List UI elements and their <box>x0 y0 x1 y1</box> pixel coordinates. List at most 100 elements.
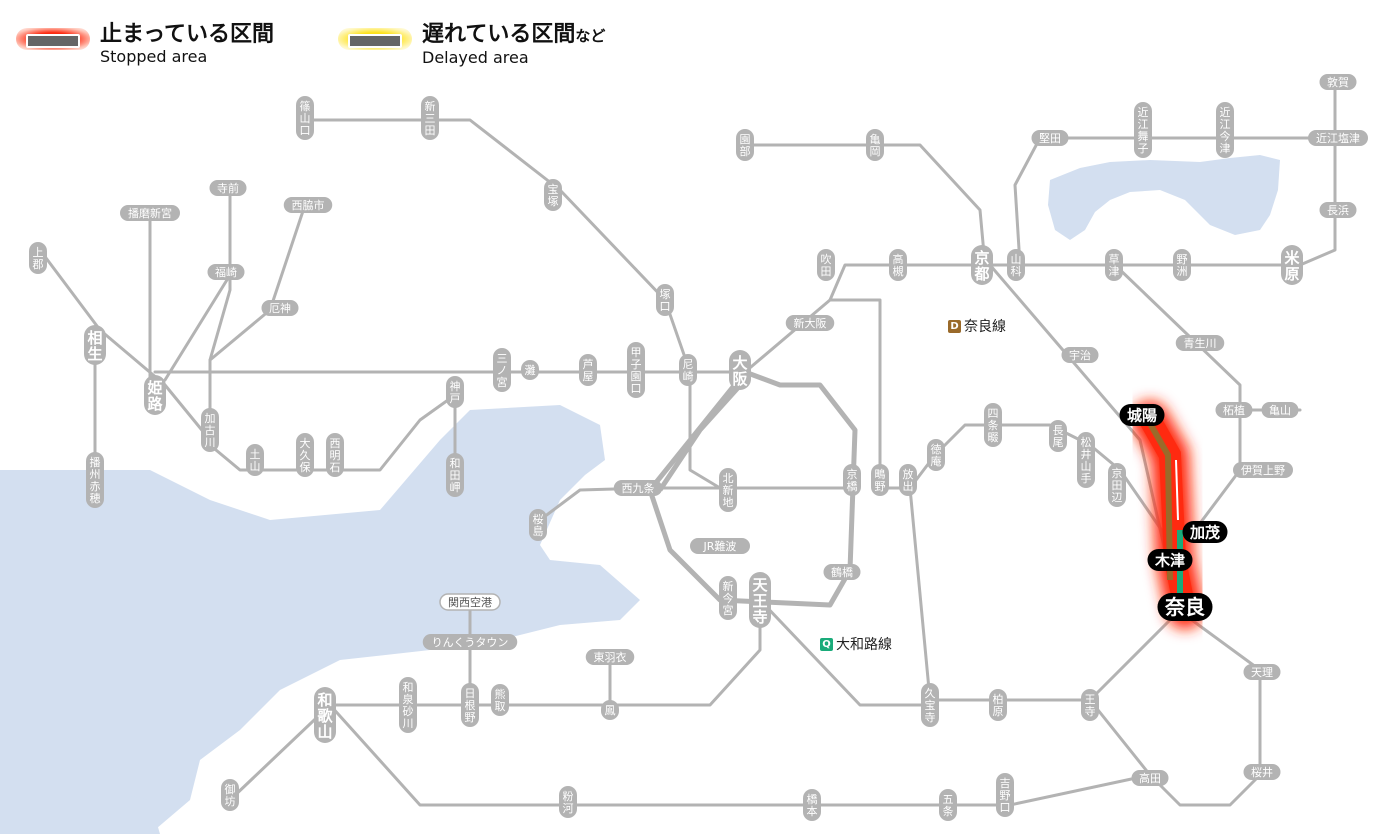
delayed-label-suffix: など <box>575 27 606 45</box>
station-kobe[interactable]: 神戸 <box>446 376 464 408</box>
station-omishiotsu[interactable]: 近江塩津 <box>1308 130 1368 146</box>
station-igaueno[interactable]: 伊賀上野 <box>1233 462 1293 478</box>
station-tsuruhashi[interactable]: 鶴橋 <box>823 564 861 580</box>
station-tsukaguchi[interactable]: 塚口 <box>656 284 674 316</box>
station-tsuge[interactable]: 柘植 <box>1215 402 1253 418</box>
station-koshienguchi[interactable]: 甲子園口 <box>627 342 645 398</box>
station-yasu[interactable]: 野洲 <box>1173 249 1191 281</box>
station-marker <box>314 687 336 743</box>
station-amagasaki[interactable]: 尼崎 <box>679 354 697 386</box>
station-kusatsu[interactable]: 草津 <box>1105 249 1123 281</box>
station-katata[interactable]: 堅田 <box>1031 130 1069 146</box>
station-name: 熊取 <box>495 687 506 713</box>
station-shinosaka[interactable]: 新大阪 <box>785 315 835 331</box>
station-tsuruga[interactable]: 敦賀 <box>1319 74 1357 90</box>
station-sasayamaguchi[interactable]: 篠山口 <box>296 96 314 140</box>
station-name: 京都 <box>973 249 989 283</box>
station-tennoji[interactable]: 天王寺 <box>749 572 771 628</box>
station-gobo[interactable]: 御坊 <box>221 779 239 811</box>
station-kashiwara[interactable]: 柏原 <box>989 689 1007 721</box>
station-omimaiko[interactable]: 近江舞子 <box>1134 102 1152 158</box>
station-izumisunagawa[interactable]: 和泉砂川 <box>399 677 417 733</box>
station-yakujin[interactable]: 厄神 <box>261 300 299 316</box>
station-omiimazu[interactable]: 近江今津 <box>1216 102 1234 158</box>
station-himeji[interactable]: 姫路 <box>144 375 166 415</box>
station-kyobashi[interactable]: 京橋 <box>843 464 861 496</box>
station-takada[interactable]: 高田 <box>1131 770 1169 786</box>
station-ashiya[interactable]: 芦屋 <box>579 354 597 386</box>
station-osaka[interactable]: 大阪 <box>729 350 751 390</box>
station-yoshinoguchi[interactable]: 吉野口 <box>996 773 1014 817</box>
station-okubo[interactable]: 大久保 <box>296 433 314 477</box>
station-kyotanabe[interactable]: 京田辺 <box>1108 463 1126 507</box>
station-kameoka[interactable]: 亀岡 <box>866 129 884 161</box>
station-name: 長尾 <box>1053 424 1064 449</box>
station-jrnamba[interactable]: JR難波 <box>690 538 750 554</box>
station-name: 上郡 <box>33 246 44 271</box>
station-tokuan[interactable]: 徳庵 <box>927 439 945 471</box>
station-sannomiya[interactable]: 三ノ宮 <box>493 348 511 392</box>
station-kyuhoji[interactable]: 久宝寺 <box>921 683 939 727</box>
station-shinsanda[interactable]: 新三田 <box>421 96 439 140</box>
station-hanaten[interactable]: 放出 <box>899 464 917 496</box>
station-gojo[interactable]: 五条 <box>939 789 957 821</box>
station-nada[interactable]: 灘 <box>521 360 539 380</box>
station-otori[interactable]: 鳳 <box>601 700 619 720</box>
station-tenri[interactable]: 天理 <box>1243 664 1281 680</box>
station-takarazuka[interactable]: 宝塚 <box>544 179 562 211</box>
station-fukusaki[interactable]: 福崎 <box>207 264 245 280</box>
station-matsuiyamate[interactable]: 松井山手 <box>1077 432 1095 488</box>
station-name: 西脇市 <box>292 198 325 212</box>
station-name: 和田岬 <box>450 457 461 494</box>
station-oji[interactable]: 王寺 <box>1081 689 1099 721</box>
station-marker <box>679 354 697 386</box>
station-kumatori[interactable]: 熊取 <box>491 684 509 716</box>
station-tsuchiyama[interactable]: 土山 <box>246 444 264 476</box>
station-marker <box>1216 102 1234 158</box>
station-kamo[interactable]: 加茂 <box>1182 521 1228 543</box>
station-nara[interactable]: 奈良 <box>1157 593 1213 621</box>
line-label-nara[interactable]: D 奈良線 <box>948 316 1006 336</box>
station-kitashinchi[interactable]: 北新地 <box>719 468 737 512</box>
station-wakayama[interactable]: 和歌山 <box>314 687 336 743</box>
station-sakurai[interactable]: 桜井 <box>1243 764 1281 780</box>
station-kameyama[interactable]: 亀山 <box>1261 402 1299 418</box>
station-shijonawate[interactable]: 四条畷 <box>984 403 1002 447</box>
station-shinimamiya[interactable]: 新今宮 <box>719 576 737 620</box>
station-marker <box>84 325 106 365</box>
station-suita[interactable]: 吹田 <box>817 249 835 281</box>
station-hashimoto[interactable]: 橋本 <box>803 789 821 821</box>
station-nishiwakishi[interactable]: 西脇市 <box>283 197 333 213</box>
station-kokawa[interactable]: 粉河 <box>559 786 577 818</box>
station-wadamisaki[interactable]: 和田岬 <box>446 453 464 497</box>
line-label-yamatoji[interactable]: Q 大和路線 <box>820 634 892 654</box>
station-kamigori[interactable]: 上郡 <box>29 242 47 274</box>
station-nagahama[interactable]: 長浜 <box>1319 202 1357 218</box>
station-yamashina[interactable]: 山科 <box>1007 249 1025 281</box>
station-name: 長浜 <box>1327 204 1349 217</box>
station-joyo[interactable]: 城陽 <box>1119 404 1165 426</box>
station-takatsuki[interactable]: 高槻 <box>889 249 907 281</box>
station-marker <box>996 773 1014 817</box>
station-kizu[interactable]: 木津 <box>1147 549 1193 571</box>
station-sonobe[interactable]: 園部 <box>736 129 754 161</box>
station-harimashingu[interactable]: 播磨新宮 <box>120 205 180 221</box>
station-aioi[interactable]: 相生 <box>84 325 106 365</box>
station-nagao[interactable]: 長尾 <box>1049 420 1067 452</box>
station-uji[interactable]: 宇治 <box>1061 347 1099 363</box>
delayed-label-jp: 遅れている区間 <box>422 22 576 47</box>
station-shigino[interactable]: 鴫野 <box>871 464 889 496</box>
station-teramae[interactable]: 寺前 <box>209 180 247 196</box>
station-kyoto[interactable]: 京都 <box>971 245 993 285</box>
station-hineno[interactable]: 日根野 <box>461 683 479 727</box>
station-sakurajima[interactable]: 桜島 <box>529 509 547 541</box>
station-banshuako[interactable]: 播州赤穂 <box>86 452 104 508</box>
station-kansaiairport[interactable]: 関西空港 <box>439 593 501 611</box>
station-higashihagoromo[interactable]: 東羽衣 <box>585 649 635 665</box>
station-rinkutown[interactable]: りんくうタウン <box>422 634 518 650</box>
station-nishiakashi[interactable]: 西明石 <box>326 433 344 477</box>
station-kakogawa[interactable]: 加古川 <box>201 408 219 452</box>
station-nishikujo[interactable]: 西九条 <box>613 480 663 496</box>
station-aoyama[interactable]: 青生川 <box>1175 335 1225 351</box>
station-maibara[interactable]: 米原 <box>1281 245 1303 285</box>
